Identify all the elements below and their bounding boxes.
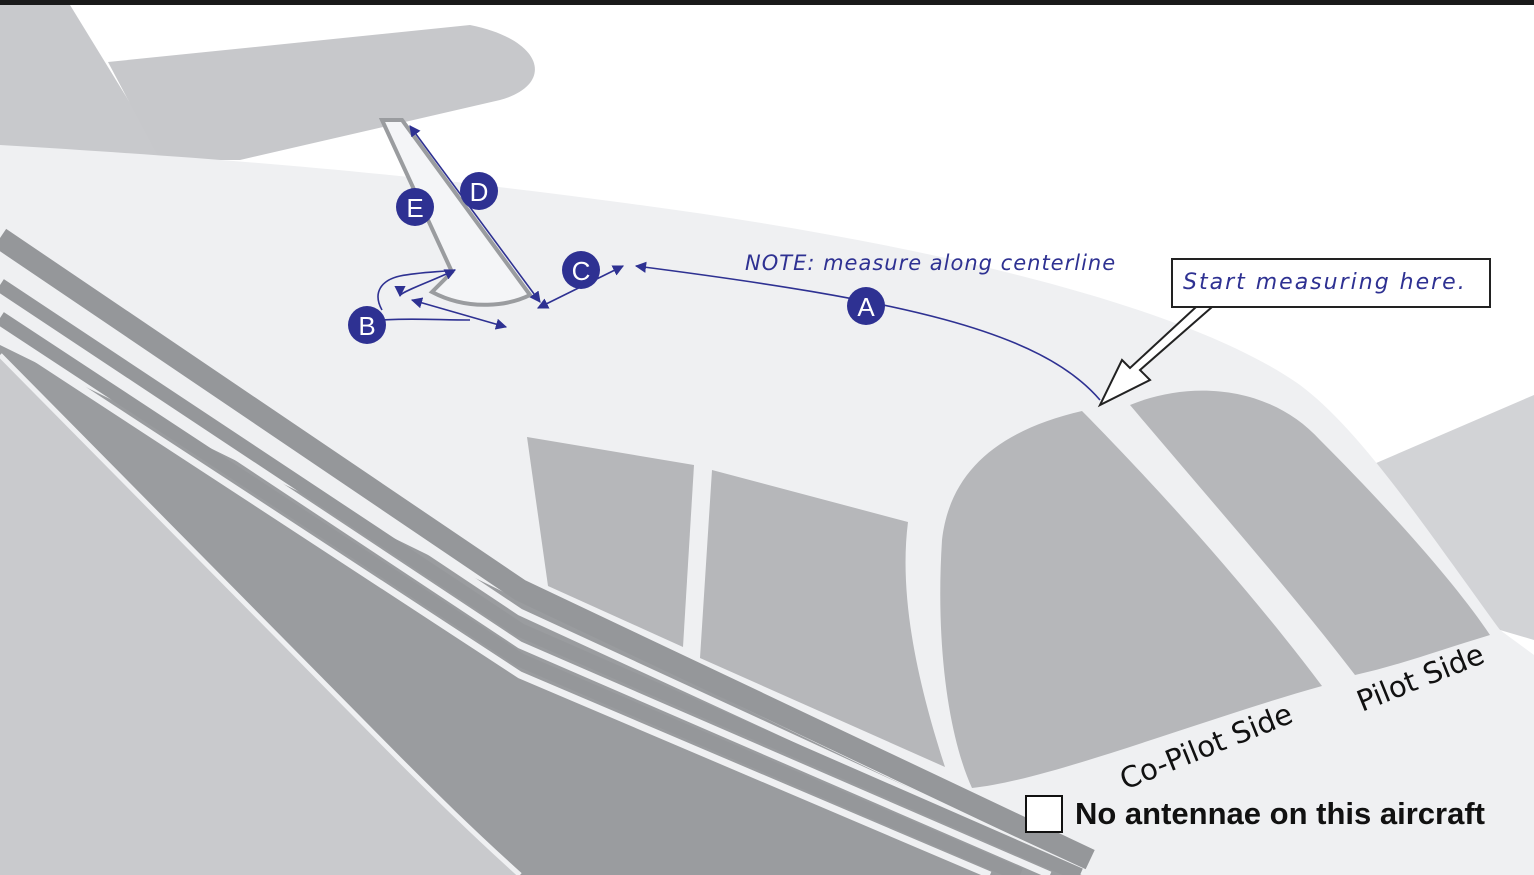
no-antennae-row: No antennae on this aircraft [1025, 793, 1485, 835]
horizontal-stabilizer [108, 25, 535, 160]
dimension-b-leader-2 [382, 319, 470, 320]
measurement-note: NOTE: measure along centerline [745, 251, 1116, 275]
no-antennae-label: No antennae on this aircraft [1075, 796, 1485, 832]
marker-c: C [562, 251, 600, 289]
marker-e-label: E [406, 193, 423, 223]
top-border [0, 0, 1534, 5]
marker-b: B [348, 306, 386, 344]
marker-d-label: D [470, 177, 489, 207]
marker-c-label: C [572, 256, 591, 286]
marker-a: A [847, 287, 885, 325]
callout-text: Start measuring here. [1183, 270, 1467, 295]
no-antennae-checkbox[interactable] [1025, 795, 1063, 833]
marker-d: D [460, 172, 498, 210]
marker-e: E [396, 188, 434, 226]
marker-b-label: B [358, 311, 375, 341]
marker-a-label: A [857, 292, 875, 322]
